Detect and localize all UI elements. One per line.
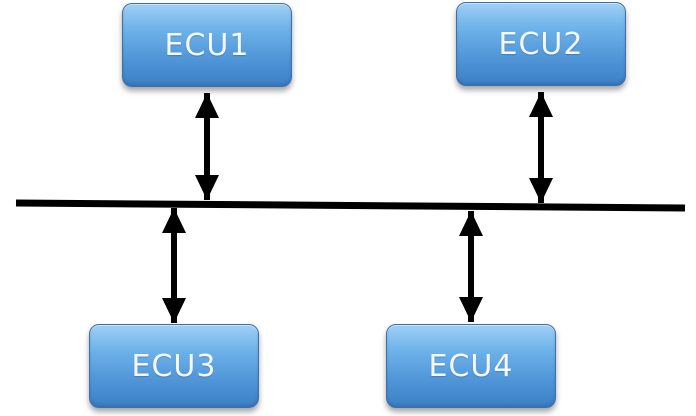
bus-line [15,199,686,212]
ecu3-node: ECU3 [89,324,259,408]
ecu4-node: ECU4 [386,324,556,408]
ecu2-label: ECU2 [498,26,584,62]
ecu4-label: ECU4 [428,348,514,384]
ecu2-node: ECU2 [456,2,626,86]
ecu1-label: ECU1 [164,27,250,63]
ecu1-node: ECU1 [122,3,292,87]
ecu3-label: ECU3 [131,348,217,384]
